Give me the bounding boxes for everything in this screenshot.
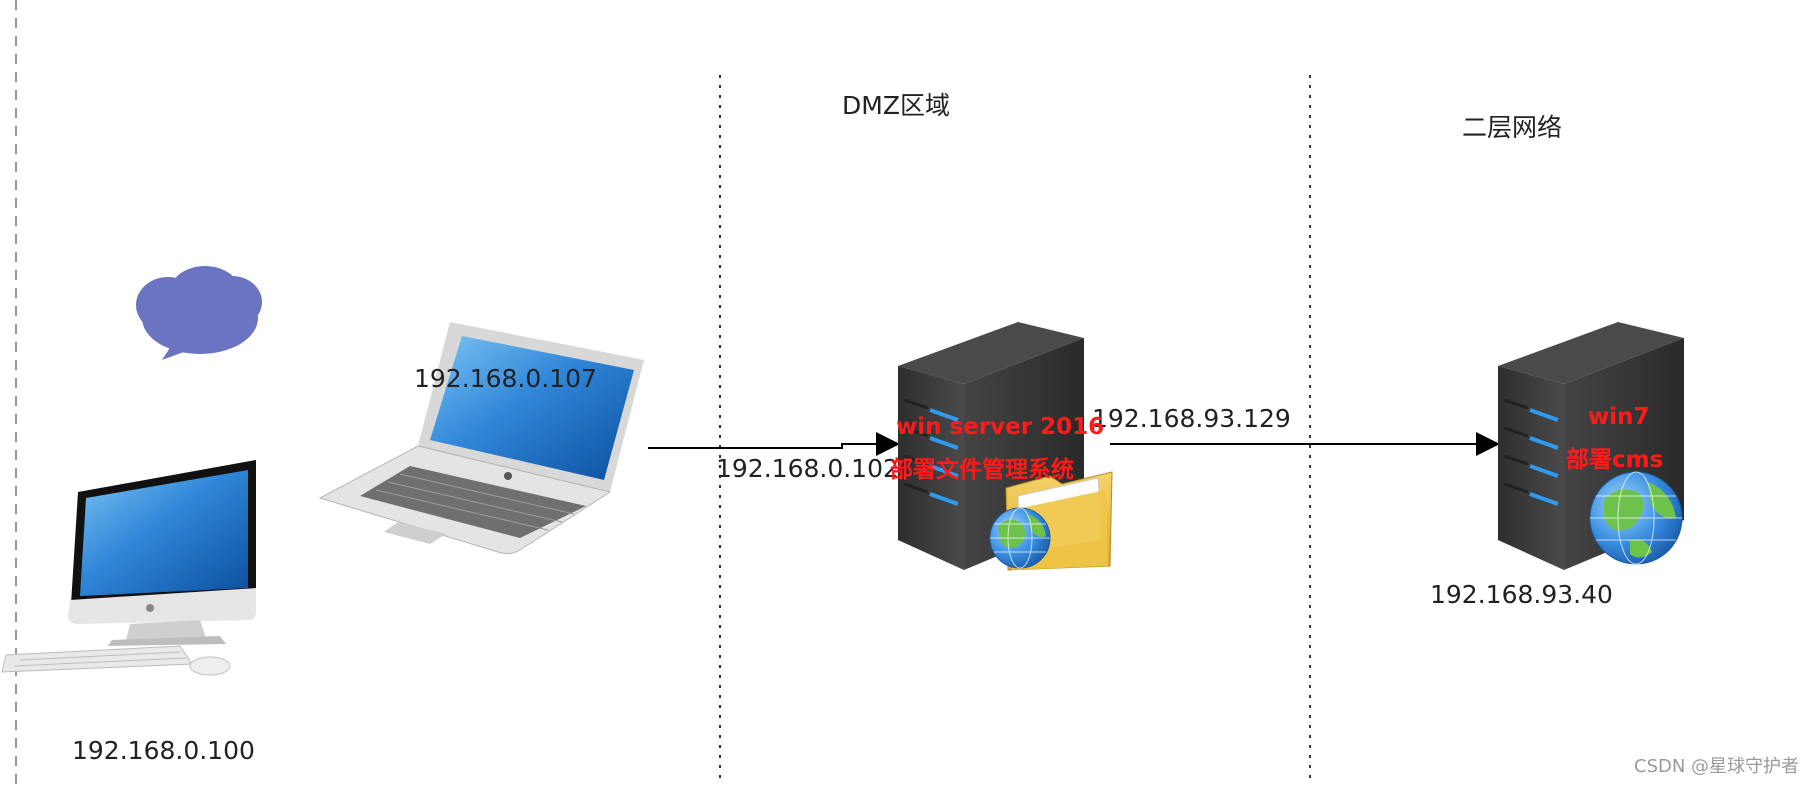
speech-bubble-icon	[136, 266, 262, 360]
inner-server-service-label: 部署cms	[1566, 447, 1664, 473]
laptop-icon	[318, 322, 644, 555]
laptop-ip-label: 192.168.0.107	[414, 364, 597, 393]
dmz-zone-title: DMZ区域	[842, 91, 950, 120]
laptop-to-dmz-link	[648, 432, 900, 456]
inner-server-os-label: win7	[1588, 404, 1650, 430]
dmz-server-left-ip-label: 192.168.0.102	[716, 454, 899, 483]
dmz-server-right-ip-label: 192.168.93.129	[1092, 404, 1291, 433]
layer2-zone-title: 二层网络	[1462, 113, 1563, 142]
dmz-server-os-label: win server 2016	[896, 414, 1105, 440]
globe-icon	[1589, 471, 1683, 565]
desktop-computer-icon	[1, 460, 256, 676]
inner-server-ip-label: 192.168.93.40	[1430, 580, 1613, 609]
globe-icon	[989, 507, 1051, 569]
desktop-ip-label: 192.168.0.100	[72, 736, 255, 765]
csdn-watermark: CSDN @星球守护者	[1634, 756, 1800, 777]
dmz-server-service-label: 部署文件管理系统	[890, 457, 1074, 483]
